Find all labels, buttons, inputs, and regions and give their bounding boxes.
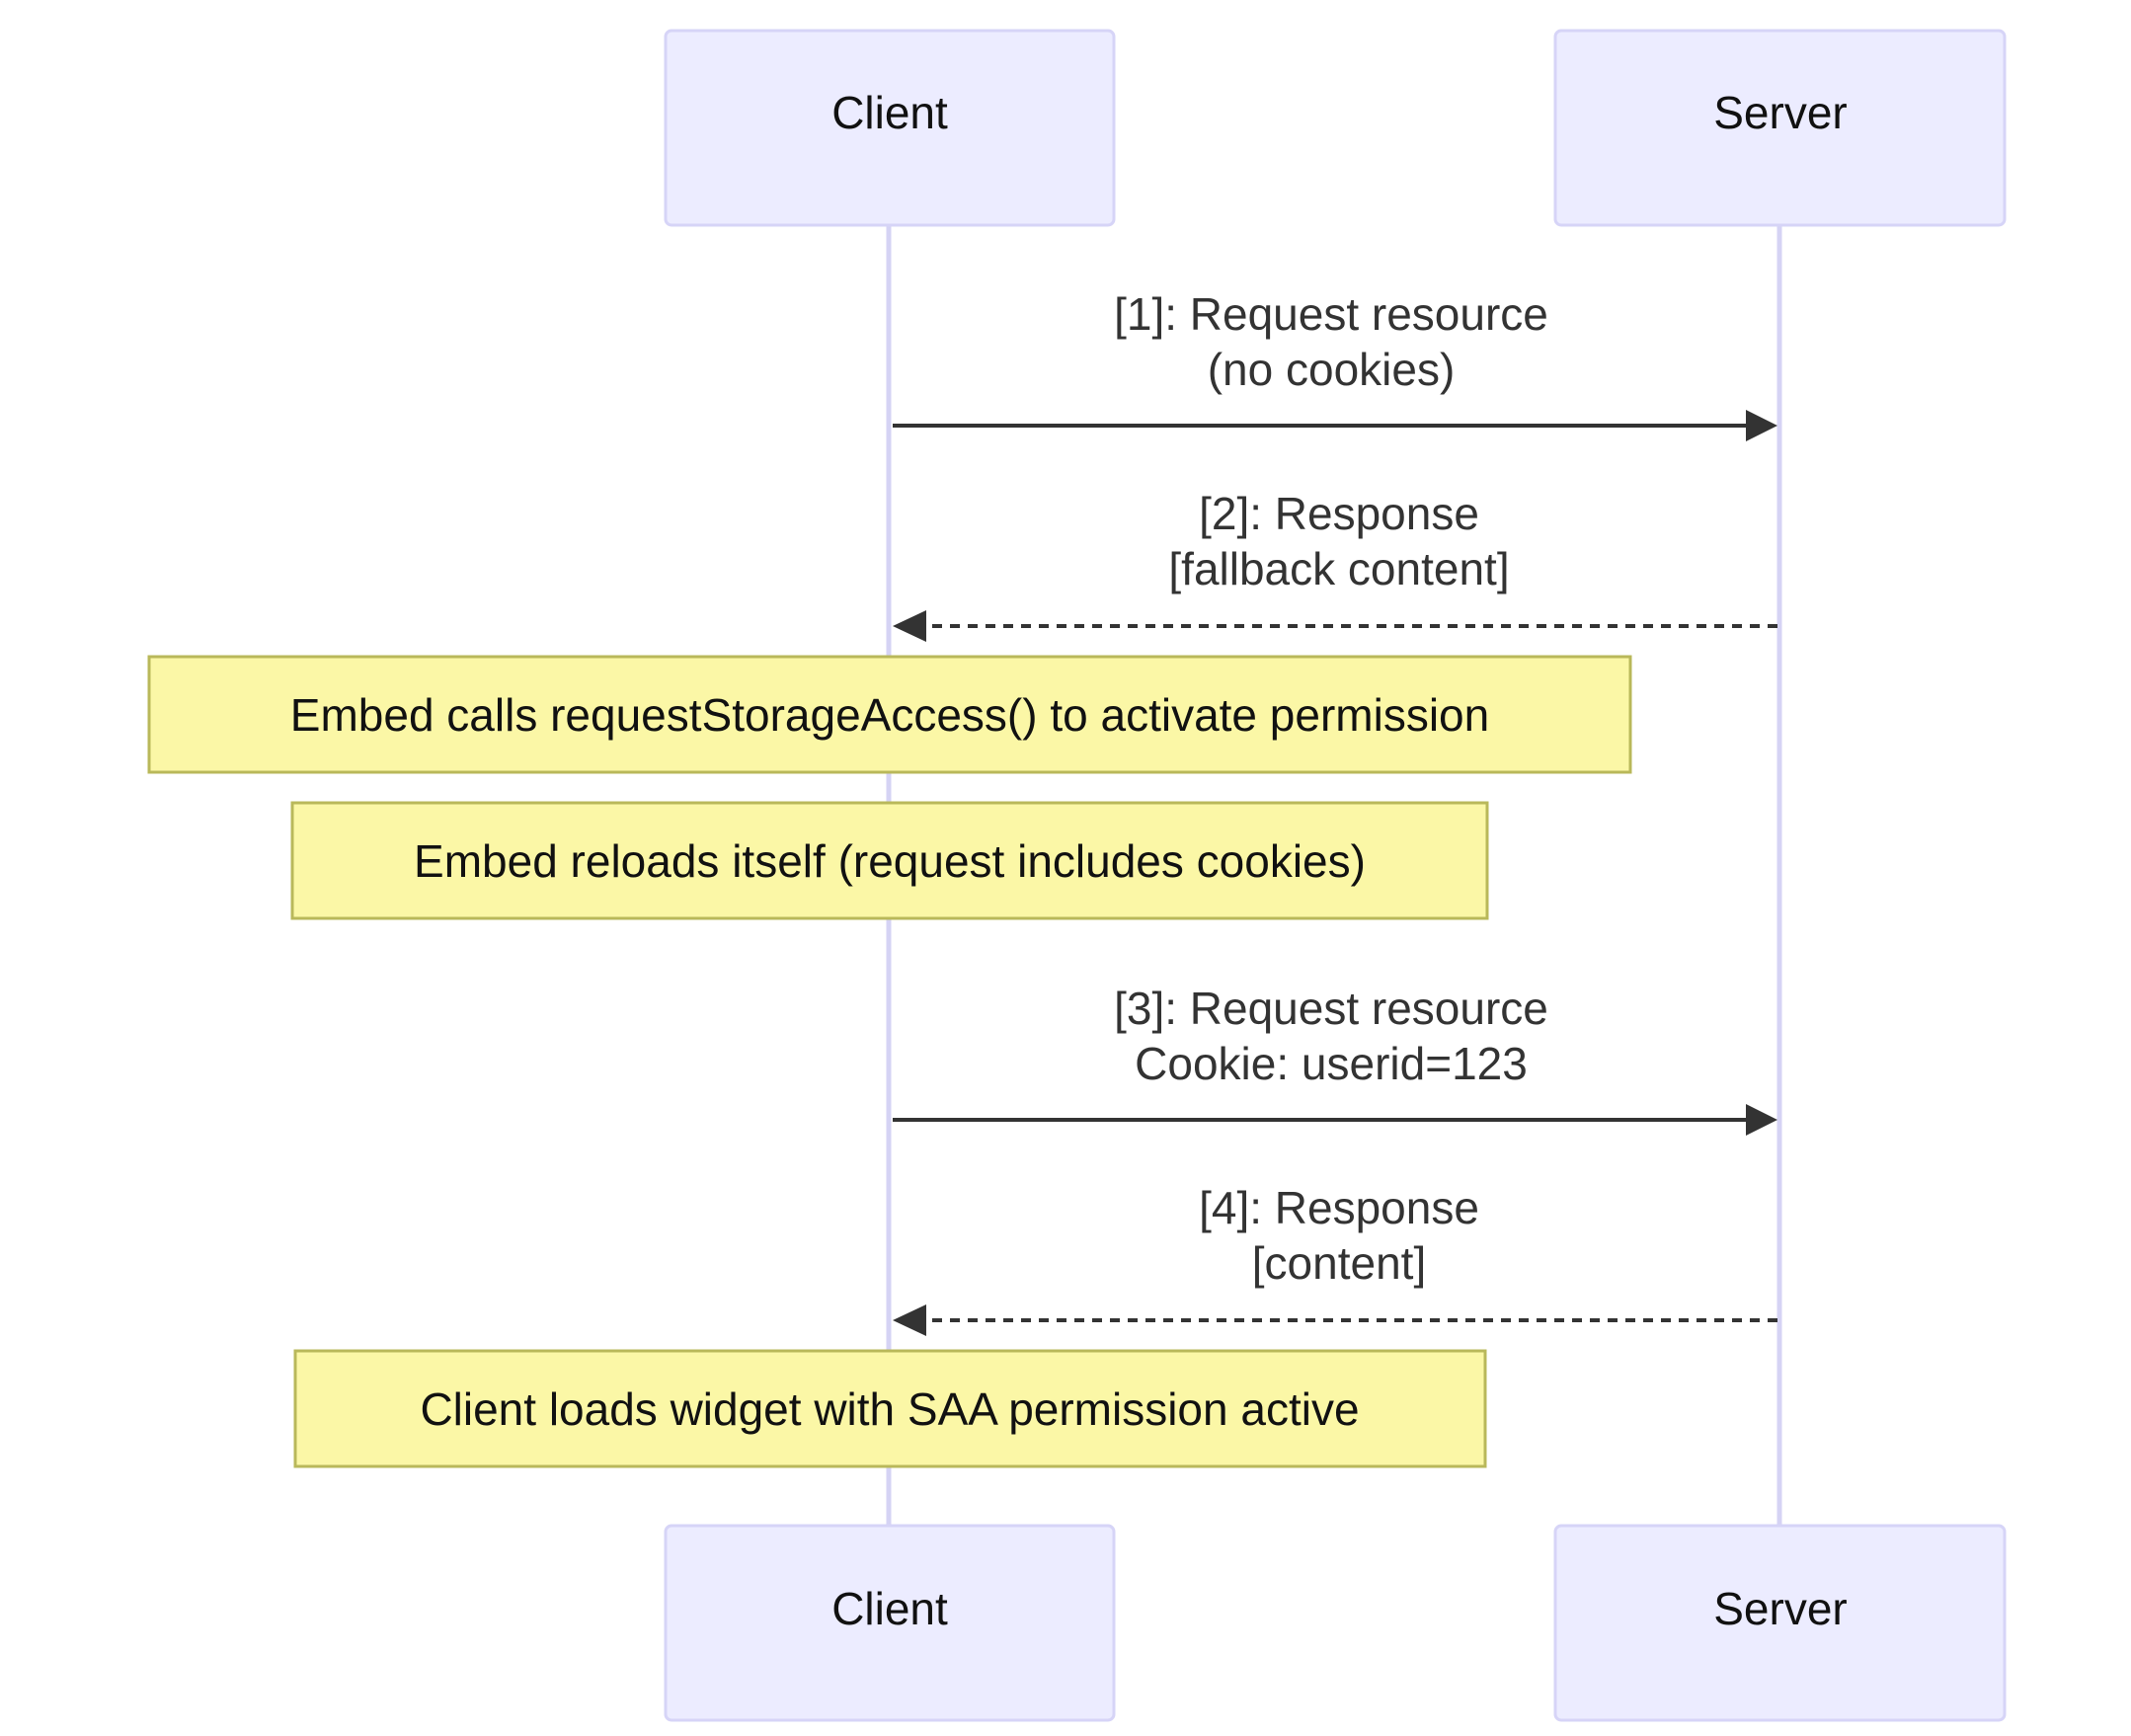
message-1-label-line2: (no cookies) [1208,344,1456,395]
actor-client-bottom-label: Client [831,1583,948,1634]
note-2-text: Embed reloads itself (request includes c… [414,835,1366,887]
message-3-label-line2: Cookie: userid=123 [1135,1038,1528,1089]
message-2-label-line2: [fallback content] [1168,543,1509,594]
message-1: [1]: Request resource (no cookies) [893,288,1777,441]
message-1-label-line1: [1]: Request resource [1114,288,1548,340]
actor-server-top: Server [1553,29,2007,227]
note-3-text: Client loads widget with SAA permission … [420,1383,1359,1435]
message-4: [4]: Response [content] [893,1182,1777,1336]
actor-client-top: Client [664,29,1116,227]
note-3: Client loads widget with SAA permission … [293,1349,1487,1468]
message-2: [2]: Response [fallback content] [893,488,1777,642]
message-3-label-line1: [3]: Request resource [1114,983,1548,1034]
actor-server-bottom: Server [1553,1524,2007,1722]
message-1-arrowhead [1746,410,1777,441]
message-3-arrowhead [1746,1104,1777,1136]
message-2-arrowhead [893,610,926,642]
note-2: Embed reloads itself (request includes c… [290,801,1489,920]
message-3: [3]: Request resource Cookie: userid=123 [893,983,1777,1136]
note-1-text: Embed calls requestStorageAccess() to ac… [290,689,1489,741]
actor-client-top-label: Client [831,87,948,138]
message-4-arrowhead [893,1304,926,1336]
message-4-label-line2: [content] [1252,1237,1426,1289]
message-2-label-line1: [2]: Response [1199,488,1479,539]
actor-client-bottom: Client [664,1524,1116,1722]
message-4-label-line1: [4]: Response [1199,1182,1479,1233]
actor-server-bottom-label: Server [1713,1583,1847,1634]
actor-server-top-label: Server [1713,87,1847,138]
note-1: Embed calls requestStorageAccess() to ac… [147,655,1632,774]
